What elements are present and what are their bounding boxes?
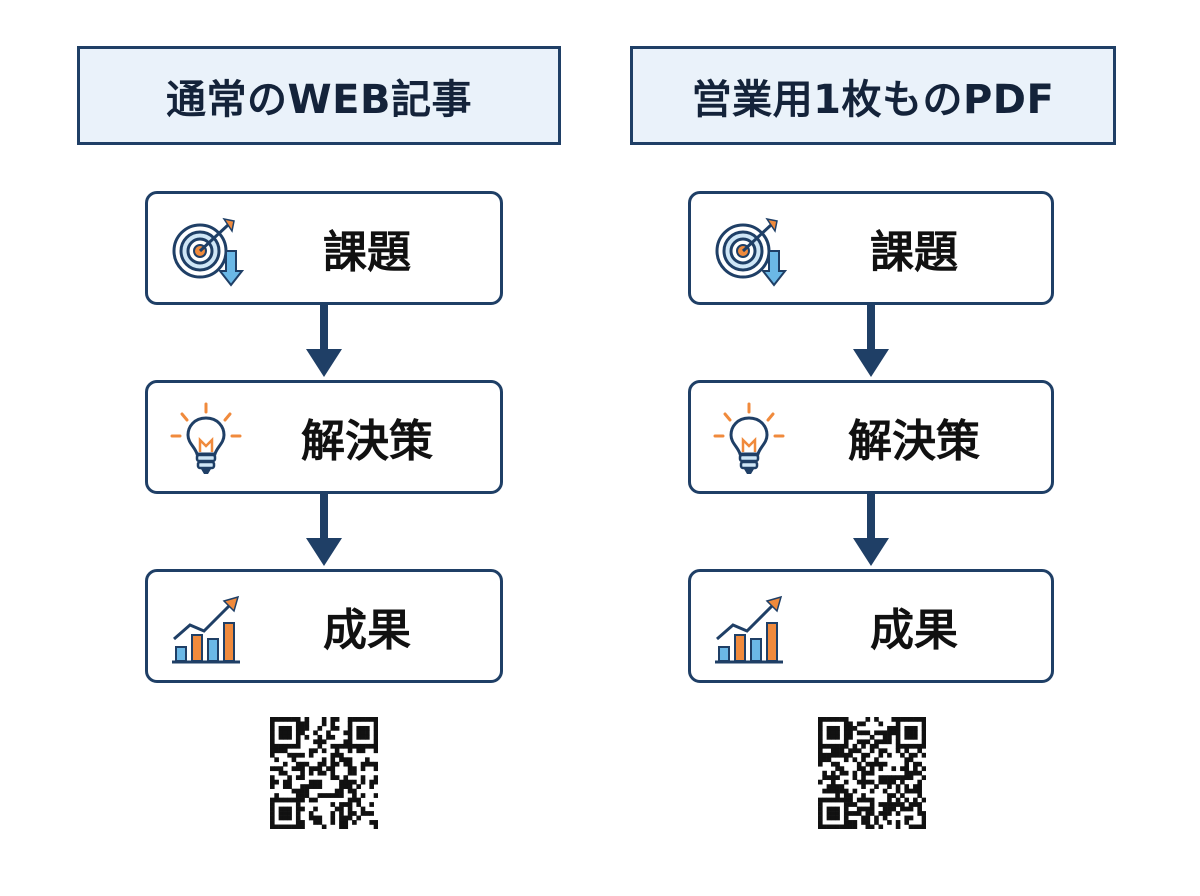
column-sales-pdf: 営業用1枚ものPDF 課題	[600, 0, 1200, 896]
step-label: 解決策	[848, 416, 980, 467]
qr-code-icon	[270, 717, 379, 830]
step-label: 課題	[323, 227, 411, 278]
down-arrow-icon	[304, 494, 344, 568]
column-web-article: 通常のWEB記事 課題	[77, 46, 561, 830]
growth-chart-icon	[711, 591, 787, 667]
column-title: 通常のWEB記事	[77, 46, 561, 145]
lightbulb-icon	[711, 402, 787, 478]
step-problem: 課題	[688, 191, 1054, 305]
down-arrow-icon	[304, 305, 344, 379]
step-result: 成果	[145, 569, 503, 683]
growth-chart-icon	[168, 591, 244, 667]
target-down-arrow-icon	[168, 213, 245, 289]
step-label: 成果	[870, 605, 958, 656]
step-label: 解決策	[301, 416, 433, 467]
down-arrow-icon	[851, 494, 891, 568]
step-solution: 解決策	[145, 380, 503, 494]
qr-code-icon	[818, 717, 927, 830]
step-label: 成果	[323, 605, 411, 656]
step-result: 成果	[688, 569, 1054, 683]
column-title: 営業用1枚ものPDF	[630, 46, 1116, 145]
step-problem: 課題	[145, 191, 503, 305]
lightbulb-icon	[168, 402, 244, 478]
step-solution: 解決策	[688, 380, 1054, 494]
down-arrow-icon	[851, 305, 891, 379]
target-down-arrow-icon	[711, 213, 788, 289]
step-label: 課題	[870, 227, 958, 278]
